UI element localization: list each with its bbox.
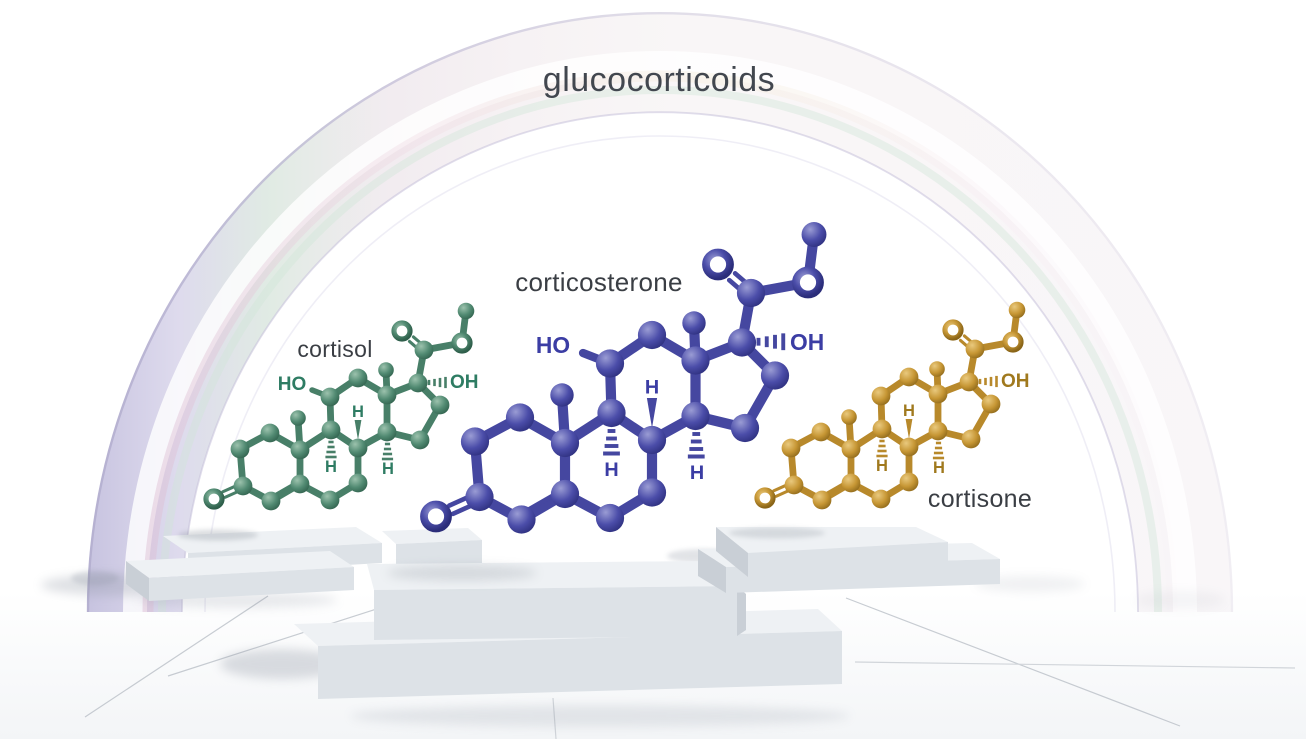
substituent-labels: HO OH H H H [536,329,824,484]
arch-inner-rim [181,111,1139,613]
atom-balls [203,302,475,511]
molecule-cortisol: HO OH H H H [203,302,479,511]
molecule-name-cortisone: cortisone [927,485,1033,513]
svg-text:OH: OH [450,372,479,393]
svg-text:H: H [382,460,394,478]
arch-iridescent-streak [142,70,1178,613]
substituent-labels: HO OH H H H [278,372,479,478]
svg-text:OH: OH [790,329,824,355]
oxygen-torus [1002,331,1024,353]
glass-arch [86,11,1234,613]
pedestal-center [294,561,842,699]
oxygen-torus [451,332,473,354]
atom-balls [420,222,827,534]
svg-text:H: H [352,403,364,421]
svg-text:H: H [604,459,618,481]
molecule-corticosterone: HO OH H H H [420,222,827,534]
arch-highlight-band [123,51,1197,613]
svg-text:H: H [325,458,337,476]
molecule-name-cortisol: cortisol [297,336,373,362]
oxygen-torus [792,266,824,299]
svg-text:H: H [933,459,945,477]
oxygen-torus [420,500,452,533]
oxygen-torus [391,320,413,342]
double-bonds [221,335,422,499]
substituent-labels: OH H H H [876,371,1029,477]
svg-text:H: H [876,457,888,475]
arch-mint-streak [158,86,1162,613]
molecule-name-corticosterone: corticosterone [515,267,683,297]
stereo-marks [876,375,998,460]
oxygen-torus [702,248,734,281]
pedestal-top-shadows [178,527,825,581]
arch-outer-rim [86,11,1234,613]
svg-text:HO: HO [278,374,307,395]
molecule-cortisone: OH H H H [754,301,1030,510]
floor-tile-lines [84,595,1296,739]
svg-text:HO: HO [536,332,570,358]
oxygen-torus [754,487,776,509]
stereo-marks [603,333,786,459]
oxygen-torus [942,319,964,341]
arch-inner-wall-line [204,135,1116,613]
atom-balls [754,301,1026,510]
svg-text:H: H [645,377,659,399]
pedestals [126,527,1000,699]
svg-text:H: H [903,402,915,420]
stereo-marks [325,376,447,461]
diagram-title: glucocorticoids [542,61,776,99]
svg-text:OH: OH [1001,371,1030,392]
svg-text:H: H [690,462,704,484]
oxygen-torus [203,488,225,510]
